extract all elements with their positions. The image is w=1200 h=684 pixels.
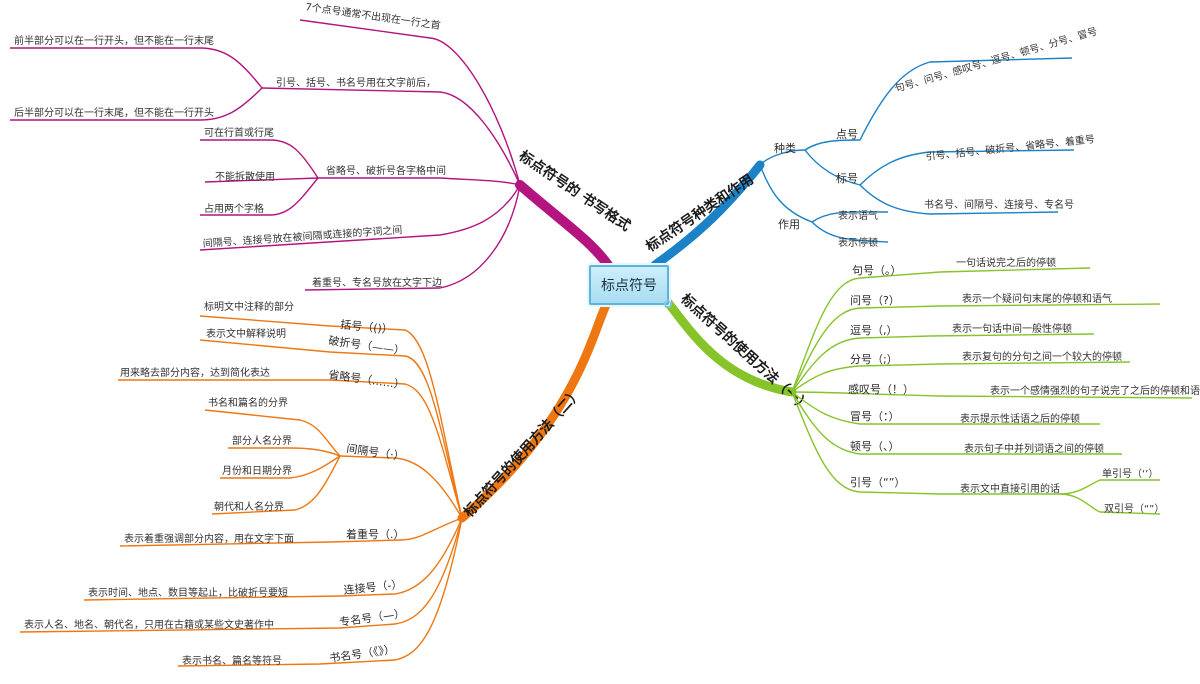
usage1-desc-8: 表示文中直接引用的话 [960, 482, 1060, 495]
usage1-name-6: 冒号（：） [850, 410, 900, 423]
usage1-desc-2: 表示一个疑问句末尾的停顿和语气 [962, 292, 1112, 305]
usage1-name-7: 顿号（、） [850, 439, 900, 453]
format-item-3: 省略号、破折号各字格中间 [326, 164, 446, 177]
types-function-label: 作用 [778, 218, 800, 231]
format-item-5: 着重号、专名号放在文字下边 [312, 276, 442, 289]
types-dianhao-label: 点号 [836, 128, 858, 141]
usage1-desc-5: 表示一个感情强烈的句子说完了之后的停顿和语气 [990, 384, 1200, 397]
usage2-child-4: 朝代和人名分界 [214, 500, 284, 513]
usage2-subtree [19, 315, 463, 667]
flower-icon: ✿ [662, 297, 673, 311]
usage1-name-3: 逗号（,） [850, 324, 898, 337]
usage1-desc-4: 表示复句的分句之间一个较大的停顿 [962, 350, 1122, 363]
format-labels: 7个点号通常不出现在一行之首 引号、括号、书名号用在文字前后， 前半部分可以在一… [14, 0, 446, 289]
usage1-desc-1: 一句话说完之后的停顿 [956, 256, 1056, 269]
format-item-3-child-1: 可在行首或行尾 [204, 126, 274, 139]
format-item-3-child-3: 占用两个字格 [204, 202, 264, 215]
format-item-2: 引号、括号、书名号用在文字前后， [276, 76, 436, 89]
usage1-labels: 句号（。） 一句话说完之后的停顿 问号（?） 表示一个疑问句末尾的停顿和语气 逗… [848, 256, 1200, 515]
usage2-child-3: 月份和日期分界 [222, 465, 292, 477]
usage1-quote-double: 双引号（“”） [1104, 503, 1164, 515]
types-kinds-label: 种类 [774, 141, 796, 155]
usage2-name-5: 着重号（.） [346, 527, 405, 541]
usage2-name-3: 省略号（……） [328, 367, 406, 392]
format-item-2-child-2: 后半部分可以在一行末尾，但不能在一行开头 [14, 106, 214, 119]
types-function-2: 表示停顿 [838, 236, 878, 249]
branch-format-stem [515, 180, 613, 270]
types-biaohao-label: 标号 [836, 171, 858, 185]
usage2-name-4: 间隔号（·） [346, 442, 406, 463]
usage2-desc-1: 标明文中注释的部分 [204, 300, 294, 313]
usage1-name-4: 分号（;） [850, 353, 898, 366]
usage1-name-1: 句号（。） [852, 264, 902, 277]
format-item-4: 间隔号、连接号放在被间隔或连接的字词之间 [202, 223, 402, 250]
usage1-quote-single: 单引号（‘’） [1102, 468, 1158, 480]
usage2-desc-2: 表示文中解释说明 [206, 327, 286, 340]
branch-usage2-label: 标点符号的使用方法（二） [460, 384, 586, 521]
usage1-subtree [791, 267, 1193, 515]
usage1-desc-7: 表示句子中并列词语之间的停顿 [964, 442, 1104, 455]
usage1-name-2: 问号（?） [850, 294, 900, 307]
types-subtree [759, 57, 1075, 243]
usage2-desc-8: 表示书名、篇名等符号 [182, 654, 282, 667]
usage2-desc-7: 表示人名、地名、朝代名，只用在古籍或某些文史著作中 [24, 618, 274, 631]
types-dianhao-desc: 句号、问号、感叹号、逗号、顿号、分号、冒号 [893, 25, 1098, 95]
format-item-1: 7个点号通常不出现在一行之首 [305, 0, 442, 32]
usage2-child-2: 部分人名分界 [232, 434, 292, 447]
types-function-1: 表示语气 [838, 209, 878, 222]
branch-types-label: 标点符号种类和作用 [642, 171, 757, 256]
branch-usage1-stem [661, 295, 797, 397]
usage2-desc-3: 用来略去部分内容，达到简化表达 [120, 366, 270, 379]
usage2-desc-5: 表示着重强调部分内容，用在文字下面 [124, 532, 294, 545]
usage1-desc-6: 表示提示性话语之后的停顿 [960, 412, 1080, 425]
branch-types-stem [650, 160, 765, 270]
usage1-name-8: 引号（“”） [850, 475, 905, 489]
usage2-desc-6: 表示时间、地点、数目等起止，比破折号要短 [88, 586, 288, 599]
format-item-2-child-1: 前半部分可以在一行开头，但不能在一行末尾 [14, 34, 214, 47]
usage2-name-1: 括号（()） [340, 317, 394, 336]
root-topic[interactable]: 标点符号 ✿ [589, 265, 673, 311]
types-biaohao-desc2: 书名号、间隔号、连接号、专名号 [924, 198, 1074, 211]
format-item-3-child-2: 不能拆散使用 [215, 170, 275, 183]
root-topic-label: 标点符号 [601, 278, 657, 294]
usage2-labels: 括号（()） 标明文中注释的部分 破折号（——） 表示文中解释说明 省略号（……… [24, 300, 406, 667]
usage1-desc-3: 表示一句话中间一般性停顿 [952, 322, 1072, 335]
format-subtree [10, 19, 521, 291]
usage2-name-6: 连接号（-） [343, 578, 403, 597]
usage2-child-1: 书名和篇名的分界 [208, 396, 288, 409]
types-biaohao-desc1: 引号、括号、破折号、省略号、着重号 [925, 132, 1095, 163]
branch-usage2-stem [457, 300, 611, 523]
usage1-name-5: 感叹号（！） [848, 383, 914, 396]
branch-usage1-label: 标点符号的使用方法（一） [677, 290, 814, 416]
